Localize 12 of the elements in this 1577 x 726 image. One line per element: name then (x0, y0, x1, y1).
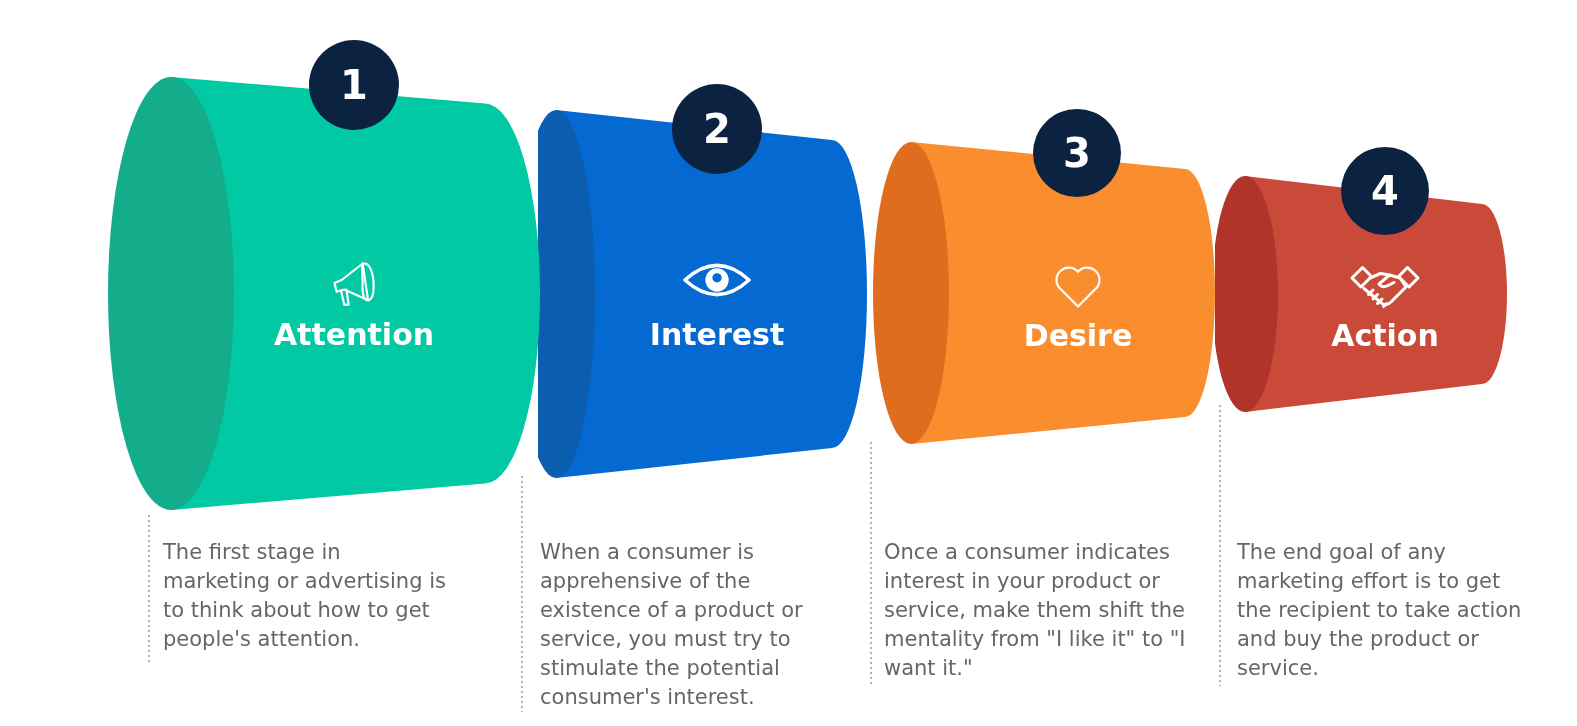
description-text: The first stage in marketing or advertising is to think about how to get people's attention. (163, 539, 447, 653)
description-text: The end goal of any marketing effort is to get the recipient to take action and buy the product or service. (1237, 539, 1523, 682)
description-text: Once a consumer indicates interest in your product or service, make them shift the mentality from "I like it" to "I want it." (884, 539, 1187, 682)
step-number-badge: 2 (672, 84, 762, 174)
step-number-badge: 3 (1033, 109, 1121, 197)
step-number-badge: 4 (1341, 147, 1429, 235)
stage-label: Attention (273, 317, 435, 351)
description-text: When a consumer is apprehensive of the existence of a product or service, you must try to stimulate the potential consumer's interest. (540, 539, 804, 711)
step-number-badge: 1 (309, 40, 399, 130)
stage-label: Action (1331, 318, 1439, 352)
stage-label: Desire (1023, 318, 1133, 352)
stage-label: Interest (649, 317, 785, 351)
